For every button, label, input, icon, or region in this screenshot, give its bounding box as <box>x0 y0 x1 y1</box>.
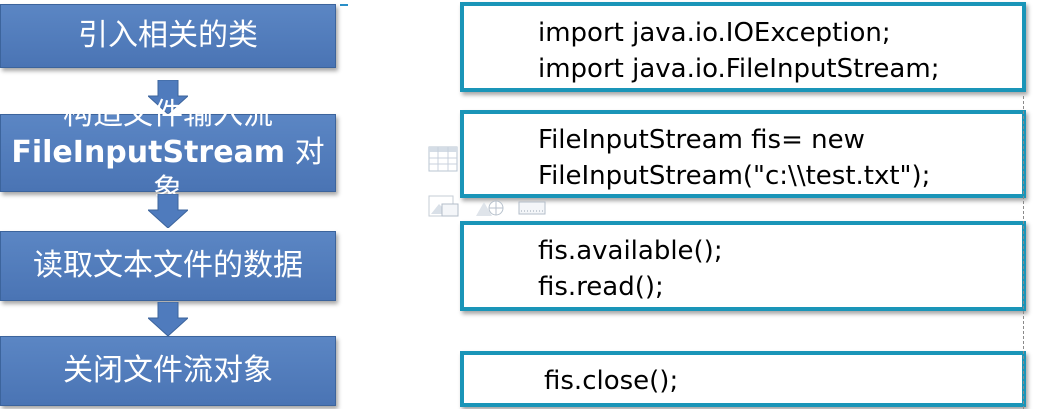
media-icon <box>518 201 546 215</box>
top-accent-mark <box>340 0 348 6</box>
down-arrow-icon <box>148 194 188 228</box>
step-label-classname: FileInputStream <box>11 135 286 170</box>
code-line: fis.available(); <box>538 236 723 266</box>
code-block-constructor: FileInputStream fis= new FileInputStream… <box>460 110 1026 198</box>
code-line: import java.io.IOException; <box>538 18 891 48</box>
clipart-icon <box>476 200 504 216</box>
code-block-close: fis.close(); <box>460 351 1026 407</box>
dashed-guide-line <box>1023 96 1024 409</box>
table-icon <box>428 146 458 172</box>
code-block-read: fis.available(); fis.read(); <box>460 221 1026 311</box>
down-arrow-icon <box>148 80 188 114</box>
step-construct-stream: 构造文件输入流 FileInputStream 对象 <box>0 97 336 208</box>
code-line: FileInputStream fis= new <box>538 125 865 155</box>
step-label-line1: 构造文件输入流 <box>63 97 273 132</box>
step-close-stream: 关闭文件流对象 <box>0 336 336 406</box>
step-label-line2: FileInputStream 对象 <box>1 134 335 210</box>
code-line: fis.read(); <box>538 272 664 302</box>
code-line: import java.io.FileInputStream; <box>538 54 940 84</box>
down-arrow-icon <box>148 302 188 336</box>
code-line: fis.close(); <box>544 366 679 396</box>
code-line: FileInputStream("c:\\test.txt"); <box>538 161 931 191</box>
picture-icon <box>428 195 459 217</box>
step-label: 读取文本文件的数据 <box>33 248 303 283</box>
step-read-data: 读取文本文件的数据 <box>0 231 336 301</box>
step-label: 引入相关的类 <box>78 18 258 53</box>
step-label: 关闭文件流对象 <box>63 353 273 388</box>
step-import-classes: 引入相关的类 <box>0 4 336 68</box>
code-block-imports: import java.io.IOException; import java.… <box>460 2 1026 92</box>
